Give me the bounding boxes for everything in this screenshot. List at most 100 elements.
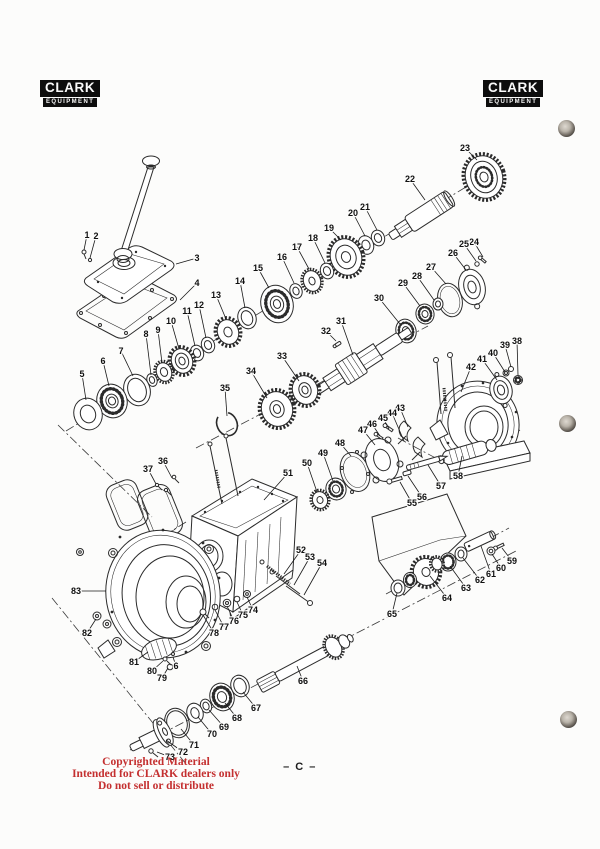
leader-line bbox=[491, 553, 502, 569]
leader-line bbox=[236, 601, 244, 616]
leader-line bbox=[170, 320, 180, 350]
part-number-label: 76 bbox=[229, 616, 239, 626]
leader-line bbox=[416, 275, 435, 301]
leader-line bbox=[186, 310, 196, 347]
speedometer-group bbox=[386, 438, 497, 485]
leader-line bbox=[156, 751, 171, 758]
part-number-label: 41 bbox=[477, 354, 487, 364]
output-shaft-group bbox=[129, 634, 354, 758]
part-number-label: 17 bbox=[292, 242, 302, 252]
rear-retainer-group bbox=[309, 436, 404, 512]
part-number-label: 45 bbox=[378, 413, 388, 423]
part-number-label: 51 bbox=[283, 468, 293, 478]
part-number-label: 69 bbox=[219, 722, 229, 732]
leader-line bbox=[452, 252, 467, 271]
part-number-label: 53 bbox=[305, 552, 315, 562]
part-number-label: 42 bbox=[466, 362, 476, 372]
leader-line bbox=[246, 596, 254, 611]
leader-line bbox=[102, 360, 110, 387]
leader-line bbox=[399, 481, 413, 504]
part-number-label: 77 bbox=[219, 622, 229, 632]
part-number-label: 20 bbox=[348, 208, 358, 218]
part-number-label: 59 bbox=[507, 556, 517, 566]
leader-line bbox=[306, 462, 318, 493]
clark-logo-equipment-bar: EQUIPMENT bbox=[42, 97, 98, 107]
part-number-label: 6 bbox=[100, 356, 105, 366]
leader-line bbox=[226, 605, 235, 622]
leader-line bbox=[460, 366, 472, 393]
part-number-label: 11 bbox=[182, 306, 192, 316]
part-number-label: 52 bbox=[296, 545, 306, 555]
part-number-label: 14 bbox=[235, 276, 245, 286]
part-number-label: 50 bbox=[302, 458, 312, 468]
leader-line bbox=[81, 373, 87, 401]
part-number-label: 22 bbox=[405, 174, 415, 184]
leader-line bbox=[427, 464, 442, 487]
leader-line bbox=[224, 702, 238, 719]
part-number-label: 49 bbox=[318, 448, 328, 458]
part-number-label: 16 bbox=[277, 252, 287, 262]
part-number-label: 74 bbox=[248, 605, 258, 615]
part-number-label: 26 bbox=[448, 248, 458, 258]
part-number-label: 10 bbox=[166, 316, 176, 326]
part-number-label: 43 bbox=[395, 403, 405, 413]
part-number-label: 83 bbox=[71, 586, 81, 596]
leader-line bbox=[283, 549, 302, 575]
part-number-label: 81 bbox=[129, 657, 139, 667]
part-number-label: 15 bbox=[253, 263, 263, 273]
part-number-label: 47 bbox=[358, 425, 368, 435]
leader-line bbox=[430, 266, 447, 285]
part-number-label: 28 bbox=[412, 271, 422, 281]
leader-line bbox=[293, 556, 311, 586]
leader-line bbox=[382, 417, 390, 430]
leader-line bbox=[322, 452, 334, 482]
mainshaft-group bbox=[215, 318, 417, 437]
leader-line bbox=[325, 330, 337, 342]
leader-line bbox=[328, 227, 342, 241]
rear-housing-group bbox=[373, 352, 531, 480]
leader-line bbox=[172, 656, 177, 667]
leader-line bbox=[198, 304, 207, 339]
part-number-label: 2 bbox=[93, 231, 98, 241]
leader-line bbox=[281, 256, 295, 284]
part-cover-screws bbox=[81, 249, 93, 263]
leader-line bbox=[214, 609, 225, 628]
part-number-label: 27 bbox=[426, 262, 436, 272]
leader-line bbox=[429, 575, 448, 599]
clark-logo-wordmark: CLARK bbox=[483, 80, 544, 97]
leader-line bbox=[86, 618, 97, 634]
leader-line bbox=[208, 709, 225, 728]
leader-line bbox=[463, 243, 477, 262]
leader-line bbox=[133, 651, 149, 663]
part-number-label: 38 bbox=[512, 336, 522, 346]
leader-line bbox=[89, 235, 97, 259]
leader-line bbox=[462, 557, 481, 581]
bell-housing-group bbox=[76, 528, 221, 671]
leader-line bbox=[312, 237, 326, 264]
clark-logo-wordmark: CLARK bbox=[40, 80, 101, 97]
part-number-label: 56 bbox=[417, 492, 427, 502]
bearing-cap-group bbox=[415, 255, 487, 325]
part-number-label: 12 bbox=[194, 300, 204, 310]
part-number-label: 7 bbox=[118, 346, 123, 356]
leader-line bbox=[399, 407, 409, 428]
part-number-label: 1 bbox=[84, 230, 89, 240]
leader-line bbox=[239, 280, 246, 309]
leader-line bbox=[391, 592, 398, 615]
part-number-label: 75 bbox=[238, 610, 248, 620]
leader-line bbox=[473, 241, 484, 258]
leader-line bbox=[516, 340, 519, 376]
leader-line bbox=[352, 212, 366, 237]
leader-line bbox=[457, 455, 463, 477]
part-number-label: 19 bbox=[324, 223, 334, 233]
part-number-label: 6 bbox=[173, 661, 178, 671]
part-number-label: 64 bbox=[442, 593, 452, 603]
leader-line bbox=[147, 468, 157, 485]
copyright-line-3: Do not sell or distribute bbox=[97, 780, 215, 792]
leader-line bbox=[339, 442, 352, 457]
part-number-label: 65 bbox=[387, 609, 397, 619]
clark-logo-top-left: CLARK EQUIPMENT bbox=[40, 80, 101, 107]
